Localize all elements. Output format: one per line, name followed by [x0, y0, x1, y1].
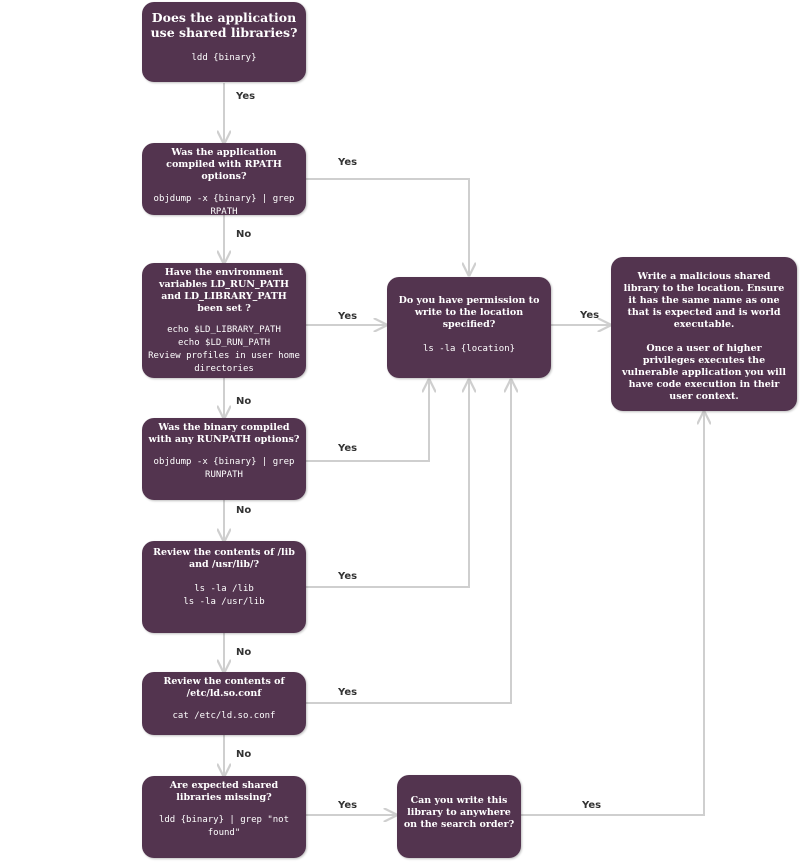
label-yes-runpath: Yes	[338, 443, 358, 454]
node-env-vars: Have the environment variables LD_RUN_PA…	[142, 263, 306, 378]
node-env-vars-cmd: echo $LD_LIBRARY_PATH echo $LD_RUN_PATH …	[148, 325, 300, 374]
node-malicious-library-text2: Once a user of higher privileges execute…	[622, 343, 786, 402]
label-no-ldconf: No	[236, 749, 252, 760]
node-malicious-library: Write a malicious shared library to the …	[611, 257, 797, 411]
node-runpath-title: Was the binary compiled with any RUNPATH…	[148, 422, 300, 445]
label-yes-write: Yes	[582, 800, 602, 811]
node-runpath-cmd: objdump -x {binary} | grep RUNPATH	[153, 457, 295, 480]
edge-runpath-to-permission	[306, 380, 429, 462]
node-permission-cmd: ls -la {location}	[422, 344, 516, 354]
node-write-anywhere-title: Can you write this library to anywhere o…	[403, 795, 515, 830]
node-lib-dirs-cmd: ls -la /lib ls -la /usr/lib	[183, 584, 265, 607]
label-yes-permission: Yes	[580, 310, 600, 321]
node-shared-libraries-title: Does the application use shared librarie…	[150, 10, 298, 40]
node-lib-dirs-title: Review the contents of /lib and /usr/lib…	[153, 547, 295, 570]
node-missing-libs-cmd: ldd {binary} | grep "not found"	[158, 815, 290, 838]
label-yes-shared: Yes	[236, 91, 256, 102]
node-runpath: Was the binary compiled with any RUNPATH…	[142, 418, 306, 500]
edge-write-to-malicious	[521, 412, 704, 816]
label-yes-lib: Yes	[338, 571, 358, 582]
label-no-runpath: No	[236, 505, 252, 516]
node-shared-libraries: Does the application use shared librarie…	[142, 2, 306, 82]
node-rpath: Was the application compiled with RPATH …	[142, 143, 306, 217]
label-no-rpath: No	[236, 229, 252, 240]
node-ld-conf: Review the contents of /etc/ld.so.conf c…	[142, 672, 306, 735]
label-no-env: No	[236, 396, 252, 407]
label-no-lib: No	[236, 647, 252, 658]
node-rpath-cmd: objdump -x {binary} | grep RPATH	[153, 194, 295, 217]
node-permission-title: Do you have permission to write to the l…	[398, 295, 540, 330]
node-lib-dirs: Review the contents of /lib and /usr/lib…	[142, 541, 306, 633]
node-rpath-title: Was the application compiled with RPATH …	[166, 147, 282, 182]
label-yes-ldconf: Yes	[338, 687, 358, 698]
node-ld-conf-title: Review the contents of /etc/ld.so.conf	[163, 676, 285, 699]
node-shared-libraries-cmd: ldd {binary}	[191, 53, 257, 63]
node-permission: Do you have permission to write to the l…	[387, 277, 551, 378]
node-env-vars-title: Have the environment variables LD_RUN_PA…	[158, 267, 290, 314]
label-yes-env: Yes	[338, 311, 358, 322]
edge-rpath-to-permission	[306, 178, 469, 275]
node-malicious-library-text1: Write a malicious shared library to the …	[623, 271, 785, 330]
edge-ldconf-to-permission	[306, 380, 511, 704]
label-yes-missing: Yes	[338, 800, 358, 811]
node-missing-libs: Are expected shared libraries missing? l…	[142, 776, 306, 858]
node-ld-conf-cmd: cat /etc/ld.so.conf	[172, 711, 276, 721]
label-yes-rpath: Yes	[338, 157, 358, 168]
node-missing-libs-title: Are expected shared libraries missing?	[169, 780, 279, 803]
node-write-anywhere: Can you write this library to anywhere o…	[397, 775, 521, 858]
edge-lib-to-permission	[306, 380, 469, 588]
